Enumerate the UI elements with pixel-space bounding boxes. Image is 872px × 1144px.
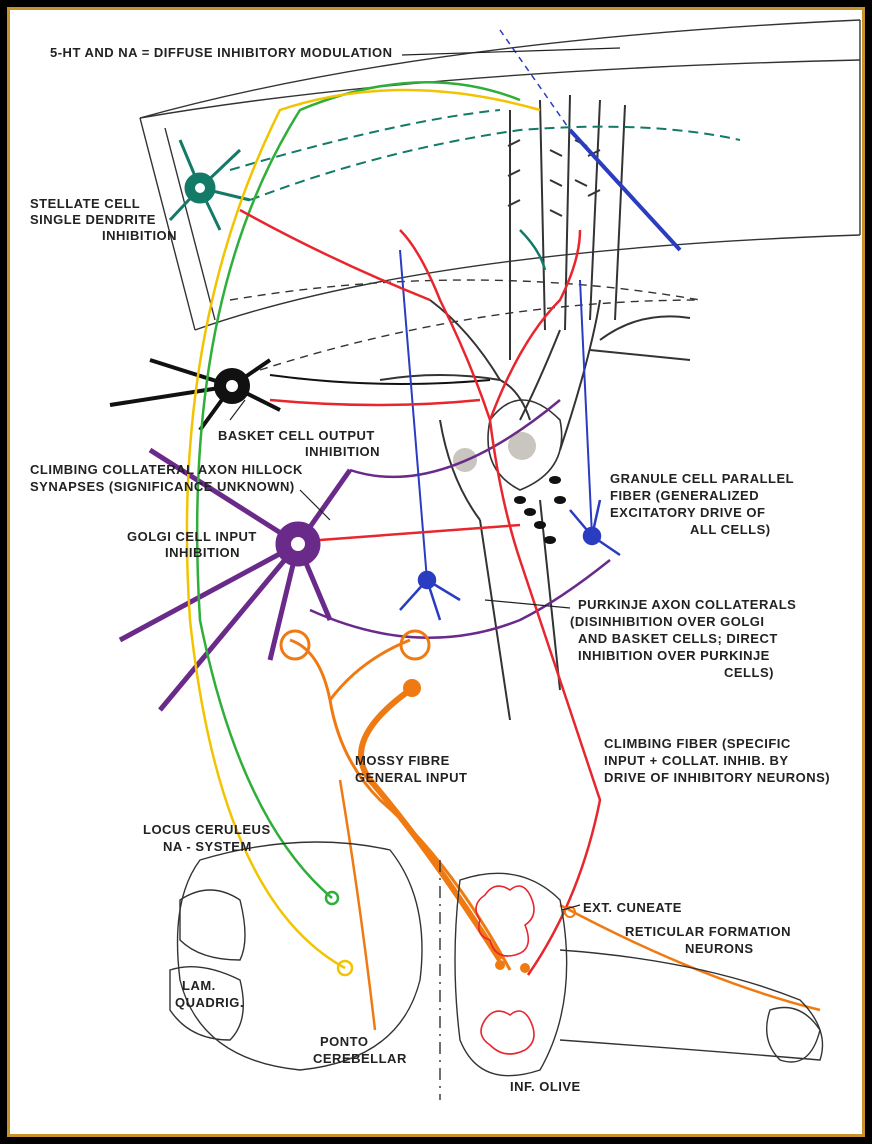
label-lam-2: QUADRIG.: [175, 995, 244, 1010]
label-lam-1: LAM.: [182, 978, 216, 993]
label-golgi-2: INHIBITION: [165, 545, 240, 560]
label-stellate-2: SINGLE DENDRITE: [30, 212, 156, 227]
label-purkinje-3: AND BASKET CELLS; DIRECT: [578, 631, 778, 646]
label-purkinje-5: CELLS): [724, 665, 774, 680]
label-reticular-2: NEURONS: [685, 941, 754, 956]
label-golgi-1: GOLGI CELL INPUT: [127, 529, 257, 544]
label-purkinje-4: INHIBITION OVER PURKINJE: [578, 648, 770, 663]
cortex-slab: [140, 20, 860, 370]
label-basket-1: BASKET CELL OUTPUT: [218, 428, 375, 443]
label-purkinje-2: (DISINHIBITION OVER GOLGI: [570, 614, 765, 629]
label-mossy-1: MOSSY FIBRE: [355, 753, 450, 768]
label-ponto-1: PONTO: [320, 1034, 369, 1049]
basket-cell: [110, 360, 490, 430]
mossy-fibers: [281, 631, 820, 1030]
brainstem-outline: [170, 842, 823, 1100]
label-granule-3: EXCITATORY DRIVE OF: [610, 505, 765, 520]
label-stellate-3: INHIBITION: [102, 228, 177, 243]
climbing-fiber: [240, 210, 600, 975]
label-climbing-1: CLIMBING FIBER (SPECIFIC: [604, 736, 791, 751]
basket-synapses: [514, 476, 566, 544]
label-granule-2: FIBER (GENERALIZED: [610, 488, 759, 503]
label-granule-1: GRANULE CELL PARALLEL: [610, 471, 794, 486]
olive-mossy-terminal-2: [520, 963, 530, 973]
label-top: 5-HT AND NA = DIFFUSE INHIBITORY MODULAT…: [50, 45, 393, 60]
label-inf-olive: INF. OLIVE: [510, 1079, 581, 1094]
golgi-soma-center: [291, 537, 305, 551]
label-locus-2: NA - SYSTEM: [163, 839, 252, 854]
label-mossy-2: GENERAL INPUT: [355, 770, 467, 785]
label-climbing-coll-1: CLIMBING COLLATERAL AXON HILLOCK: [30, 462, 303, 477]
label-climbing-3: DRIVE OF INHIBITORY NEURONS): [604, 770, 830, 785]
label-ponto-2: CEREBELLAR: [313, 1051, 407, 1066]
stellate-soma-center: [195, 183, 205, 193]
label-granule-4: ALL CELLS): [690, 522, 771, 537]
label-reticular-1: RETICULAR FORMATION: [625, 924, 791, 939]
label-climbing-coll-2: SYNAPSES (SIGNIFICANCE UNKNOWN): [30, 479, 295, 494]
olive-mossy-terminal: [495, 960, 505, 970]
basket-soma-center: [226, 380, 238, 392]
label-climbing-2: INPUT + COLLAT. INHIB. BY: [604, 753, 789, 768]
label-basket-2: INHIBITION: [305, 444, 380, 459]
label-stellate-1: STELLATE CELL: [30, 196, 140, 211]
label-locus-1: LOCUS CERULEUS: [143, 822, 271, 837]
labels: 5-HT AND NA = DIFFUSE INHIBITORY MODULAT…: [30, 45, 830, 1094]
label-ext-cuneate: EXT. CUNEATE: [583, 900, 682, 915]
label-purkinje-1: PURKINJE AXON COLLATERALS: [578, 597, 796, 612]
